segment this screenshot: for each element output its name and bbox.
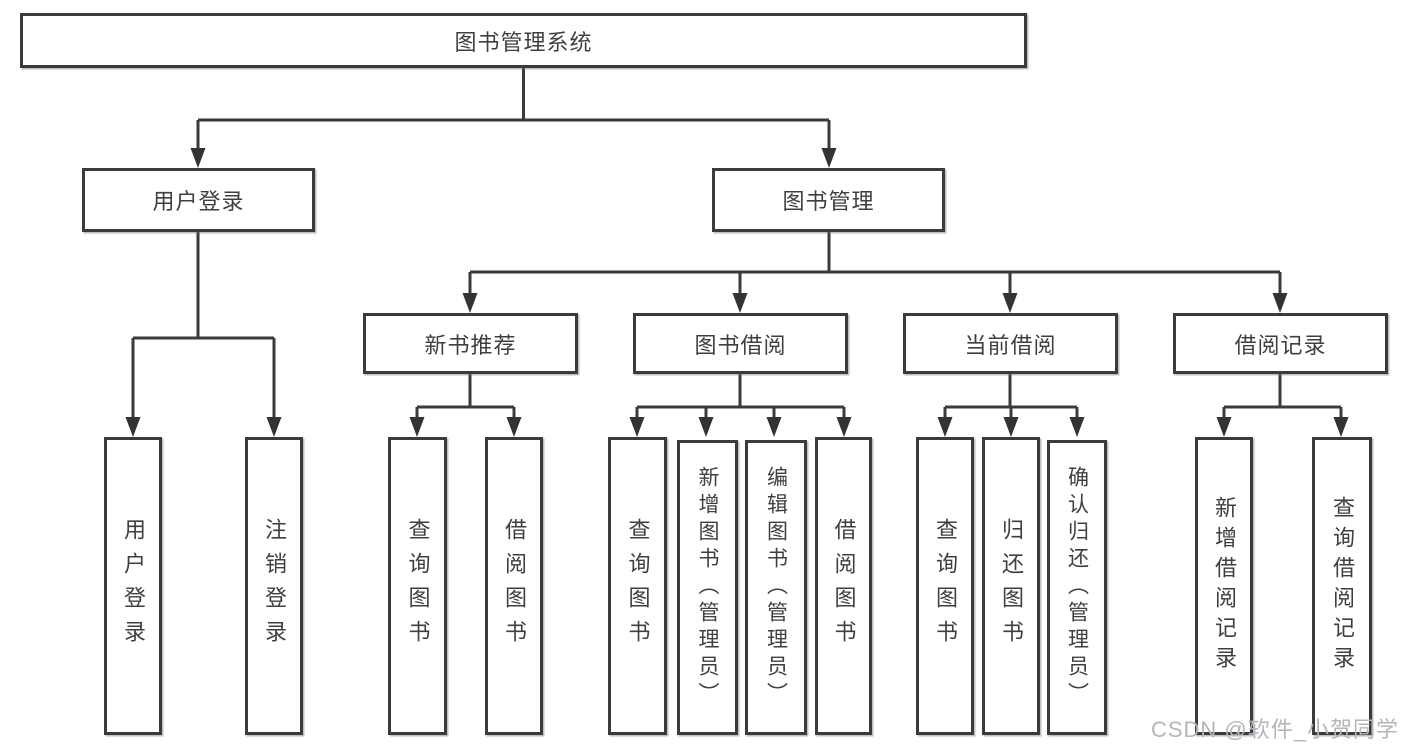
node-new-book-recommend: 新书推荐 — [363, 313, 578, 374]
node-book-management-label: 图书管理 — [782, 189, 875, 214]
leaf-current-query: 查询图书 — [916, 437, 974, 735]
node-current-borrow-label: 当前借阅 — [964, 332, 1057, 358]
leaf-user-login: 用户登录 — [104, 437, 162, 735]
node-root: 图书管理系统 — [20, 13, 1027, 68]
leaf-borrow-query-label: 查询图书 — [625, 518, 651, 654]
node-book-management: 图书管理 — [712, 168, 945, 232]
leaf-borrow-book: 借阅图书 — [815, 437, 872, 735]
leaf-current-query-label: 查询图书 — [933, 518, 958, 654]
node-new-book-recommend-label: 新书推荐 — [424, 332, 517, 358]
leaf-record-query: 查询借阅记录 — [1312, 437, 1372, 735]
leaf-borrow-edit-book-label: 编辑图书（管理员） — [764, 466, 788, 709]
leaf-borrow-add-book: 新增图书（管理员） — [677, 440, 738, 735]
leaf-logout-label: 注销登录 — [262, 518, 287, 654]
leaf-borrow-add-book-label: 新增图书（管理员） — [696, 466, 719, 709]
node-book-borrow: 图书借阅 — [633, 313, 848, 374]
leaf-newbook-borrow: 借阅图书 — [485, 437, 543, 735]
leaf-logout: 注销登录 — [245, 437, 303, 735]
leaf-current-return-label: 归还图书 — [999, 518, 1024, 654]
csdn-watermark: CSDN @软件_小贺同学 — [1150, 717, 1399, 742]
leaf-borrow-book-label: 借阅图书 — [831, 518, 857, 654]
leaf-user-login-label: 用户登录 — [121, 518, 146, 654]
node-root-label: 图书管理系统 — [454, 29, 593, 55]
node-book-borrow-label: 图书借阅 — [694, 332, 787, 358]
leaf-newbook-borrow-label: 借阅图书 — [502, 518, 527, 654]
node-borrow-records: 借阅记录 — [1173, 313, 1388, 374]
leaf-current-confirm-return: 确认归还（管理员） — [1047, 440, 1107, 735]
leaf-borrow-edit-book: 编辑图书（管理员） — [745, 440, 807, 735]
leaf-borrow-query: 查询图书 — [608, 437, 667, 735]
leaf-current-confirm-return-label: 确认归还（管理员） — [1065, 466, 1089, 709]
leaf-record-add-label: 新增借阅记录 — [1212, 496, 1237, 676]
leaf-record-add: 新增借阅记录 — [1195, 437, 1253, 735]
node-user-login: 用户登录 — [82, 168, 315, 232]
node-borrow-records-label: 借阅记录 — [1234, 332, 1327, 358]
leaf-newbook-query: 查询图书 — [388, 437, 447, 735]
leaf-newbook-query-label: 查询图书 — [405, 518, 431, 654]
leaf-record-query-label: 查询借阅记录 — [1330, 496, 1355, 676]
node-current-borrow: 当前借阅 — [903, 313, 1118, 374]
node-user-login-label: 用户登录 — [152, 189, 245, 214]
arrowhead-icons — [125, 148, 1349, 437]
leaf-current-return: 归还图书 — [982, 437, 1040, 735]
